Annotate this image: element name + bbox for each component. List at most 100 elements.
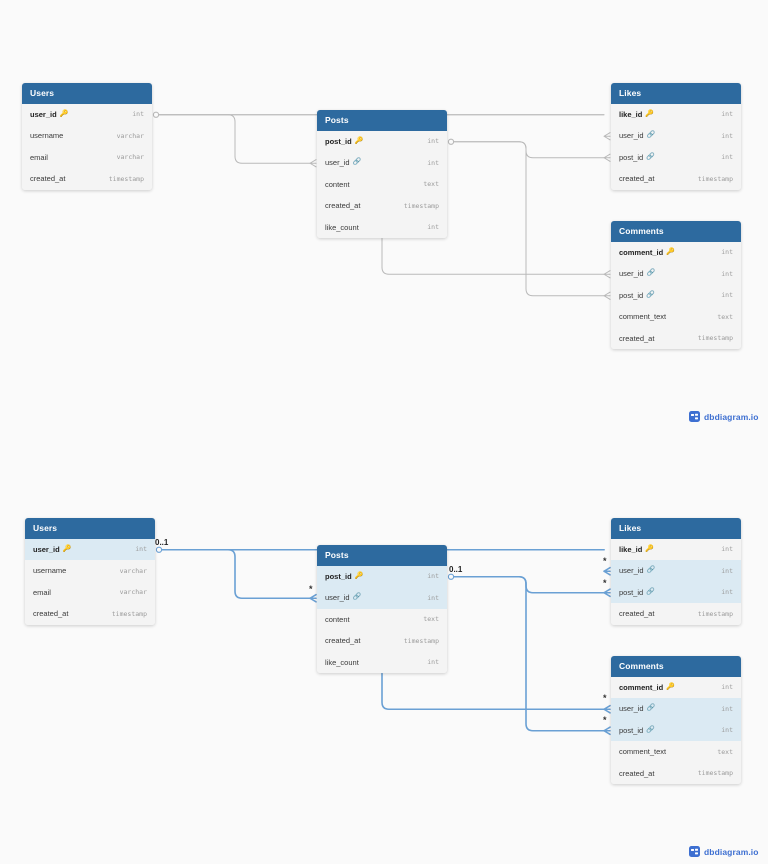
table-row[interactable]: created_at timestamp	[611, 603, 741, 625]
field-content: content	[325, 614, 350, 624]
field-type: int	[721, 131, 733, 140]
table-row[interactable]: user_id🔗 int	[317, 152, 447, 174]
table-row[interactable]: post_id🔑 int	[317, 565, 447, 587]
field-created-at: created_at	[30, 174, 66, 184]
table-row[interactable]: user_id🔑 int	[25, 538, 155, 560]
table-row[interactable]: created_at timestamp	[611, 762, 741, 784]
key-icon: 🔑	[666, 683, 675, 691]
table-row[interactable]: created_at timestamp	[611, 168, 741, 190]
cardinality-label-users-source: 0..1	[155, 538, 169, 547]
field-user-id: user_id🔑	[33, 544, 72, 554]
field-username: username	[30, 131, 64, 141]
field-created-at: created_at	[619, 768, 655, 778]
field-type: text	[423, 180, 439, 189]
key-icon: 🔑	[645, 545, 655, 553]
table-row[interactable]: post_id🔗 int	[611, 284, 741, 306]
table-row[interactable]: created_at timestamp	[317, 630, 447, 652]
table-row[interactable]: user_id🔗 int	[611, 125, 741, 147]
table-row[interactable]: email varchar	[22, 146, 152, 168]
table-row[interactable]: comment_text text	[611, 306, 741, 328]
field-type: varchar	[116, 153, 144, 162]
link-icon: 🔗	[646, 131, 656, 139]
field-type: timestamp	[697, 769, 733, 778]
table-row[interactable]: post_id🔑 int	[317, 130, 447, 152]
field-type: int	[721, 110, 733, 119]
table-row[interactable]: comment_id🔑 int	[611, 241, 741, 263]
table-row[interactable]: like_count int	[317, 216, 447, 238]
field-type: int	[427, 572, 439, 581]
table-header-posts: Posts	[317, 545, 447, 566]
field-type: text	[717, 747, 733, 756]
table-row[interactable]: content text	[317, 173, 447, 195]
table-row[interactable]: like_count int	[317, 651, 447, 673]
table-row[interactable]: created_at timestamp	[25, 603, 155, 625]
field-type: varchar	[116, 131, 144, 140]
table-row[interactable]: created_at timestamp	[317, 195, 447, 217]
table-header-users: Users	[25, 518, 155, 539]
field-type: int	[427, 158, 439, 167]
table-row[interactable]: content text	[317, 608, 447, 630]
watermark-label: dbdiagram.io	[704, 846, 759, 857]
field-username: username	[33, 566, 67, 576]
field-like-id: like_id🔑	[619, 109, 655, 119]
field-post-id: post_id🔗	[619, 587, 655, 597]
link-icon: 🔗	[646, 269, 656, 277]
field-like-count: like_count	[325, 657, 359, 667]
field-created-at: created_at	[325, 636, 361, 646]
key-icon: 🔑	[59, 110, 69, 118]
table-row[interactable]: created_at timestamp	[611, 327, 741, 349]
table-row[interactable]: comment_id🔑 int	[611, 676, 741, 698]
schema-diagram-plain: Users user_id🔑 int username varchar emai…	[22, 83, 759, 422]
link-icon: 🔗	[352, 593, 362, 601]
table-users[interactable]: Users user_id🔑 int username varchar emai…	[22, 83, 152, 190]
field-post-id: post_id🔗	[619, 152, 655, 162]
table-comments[interactable]: Comments comment_id🔑 int user_id🔗 int po…	[611, 221, 741, 349]
field-type: int	[721, 588, 733, 597]
field-type: text	[423, 615, 439, 624]
watermark-label: dbdiagram.io	[704, 411, 759, 422]
table-comments[interactable]: Comments comment_id🔑 int user_id🔗 int po…	[611, 656, 741, 784]
table-row[interactable]: like_id🔑 int	[611, 103, 741, 125]
dbdiagram-logo-icon	[689, 411, 700, 422]
table-posts[interactable]: Posts post_id🔑 int user_id🔗 int content …	[317, 545, 447, 673]
dbdiagram-logo-icon	[689, 846, 700, 857]
table-row[interactable]: post_id🔗 int	[611, 719, 741, 741]
field-type: int	[135, 545, 147, 554]
table-row[interactable]: user_id🔗 int	[317, 587, 447, 609]
field-created-at: created_at	[619, 333, 655, 343]
field-created-at: created_at	[325, 201, 361, 211]
table-row[interactable]: email varchar	[25, 581, 155, 603]
field-type: int	[721, 269, 733, 278]
field-user-id: user_id🔗	[619, 566, 656, 576]
field-user-id: user_id🔗	[619, 704, 656, 714]
table-likes[interactable]: Likes like_id🔑 int user_id🔗 int post_id🔗…	[611, 83, 741, 190]
table-row[interactable]: username varchar	[22, 125, 152, 147]
field-post-id: post_id🔑	[325, 136, 364, 146]
table-row[interactable]: like_id🔑 int	[611, 538, 741, 560]
table-posts[interactable]: Posts post_id🔑 int user_id🔗 int content …	[317, 110, 447, 238]
table-row[interactable]: created_at timestamp	[22, 168, 152, 190]
field-user-id: user_id🔑	[30, 109, 69, 119]
field-type: int	[721, 153, 733, 162]
field-like-count: like_count	[325, 222, 359, 232]
field-type: int	[721, 726, 733, 735]
table-row[interactable]: comment_text text	[611, 741, 741, 763]
watermark-dbdiagram[interactable]: dbdiagram.io	[689, 846, 759, 857]
table-row[interactable]: post_id🔗 int	[611, 581, 741, 603]
table-row[interactable]: user_id🔑 int	[22, 103, 152, 125]
table-row[interactable]: user_id🔗 int	[611, 560, 741, 582]
watermark-dbdiagram[interactable]: dbdiagram.io	[689, 411, 759, 422]
table-row[interactable]: user_id🔗 int	[611, 698, 741, 720]
table-row[interactable]: username varchar	[25, 560, 155, 582]
table-row[interactable]: user_id🔗 int	[611, 263, 741, 285]
schema-diagram-annotated: Users user_id🔑 int username varchar emai…	[0, 435, 768, 864]
field-type: varchar	[119, 566, 147, 575]
field-type: int	[427, 223, 439, 232]
table-users[interactable]: Users user_id🔑 int username varchar emai…	[25, 518, 155, 625]
cardinality-label-posts-userid: *	[309, 584, 313, 594]
table-row[interactable]: post_id🔗 int	[611, 146, 741, 168]
cardinality-label-comments-postid: *	[603, 715, 607, 725]
field-type: timestamp	[403, 201, 439, 210]
table-likes[interactable]: Likes like_id🔑 int user_id🔗 int post_id🔗…	[611, 518, 741, 625]
field-type: timestamp	[111, 609, 147, 618]
